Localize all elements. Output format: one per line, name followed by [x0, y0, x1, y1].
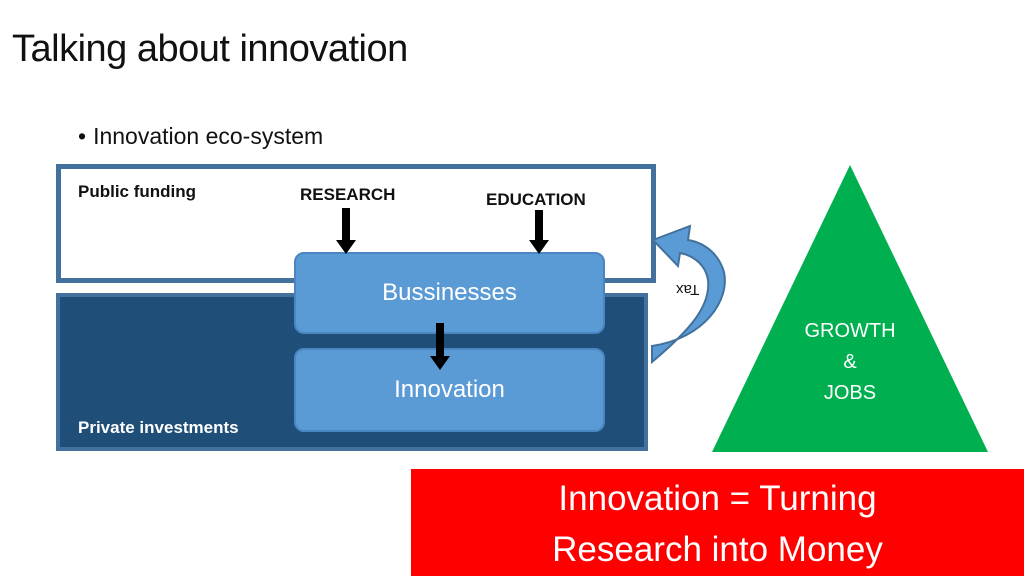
down-arrow-icon [336, 208, 356, 254]
bullet-item: •Innovation eco-system [78, 123, 323, 150]
public-funding-label: Public funding [78, 182, 197, 201]
curved-arrow-icon [651, 224, 726, 365]
innovation-label: Innovation [394, 376, 505, 403]
definition-box: Innovation = Turning Research into Money [411, 469, 1024, 576]
innovation-box: Innovation [294, 348, 605, 432]
page-title: Talking about innovation [12, 28, 408, 70]
growth-triangle [712, 165, 988, 452]
growth-jobs-text: GROWTH & JOBS [790, 316, 910, 409]
tax-label: Tax [676, 281, 700, 298]
jobs-label: JOBS [823, 382, 877, 404]
businesses-label: Bussinesses [382, 279, 517, 306]
growth-label: GROWTH [804, 320, 896, 342]
education-label: EDUCATION [486, 190, 586, 209]
bullet-dot-icon: • [78, 123, 87, 149]
private-investments-label: Private investments [78, 418, 239, 437]
down-arrow-icon [529, 210, 549, 254]
businesses-box: Bussinesses [294, 252, 605, 334]
research-label: RESEARCH [300, 185, 396, 204]
definition-line-1: Innovation = Turning [558, 479, 877, 518]
and-label: & [843, 351, 857, 373]
definition-line-2: Research into Money [552, 530, 883, 569]
down-arrow-icon [430, 323, 450, 370]
bullet-text: Innovation eco-system [93, 123, 324, 149]
